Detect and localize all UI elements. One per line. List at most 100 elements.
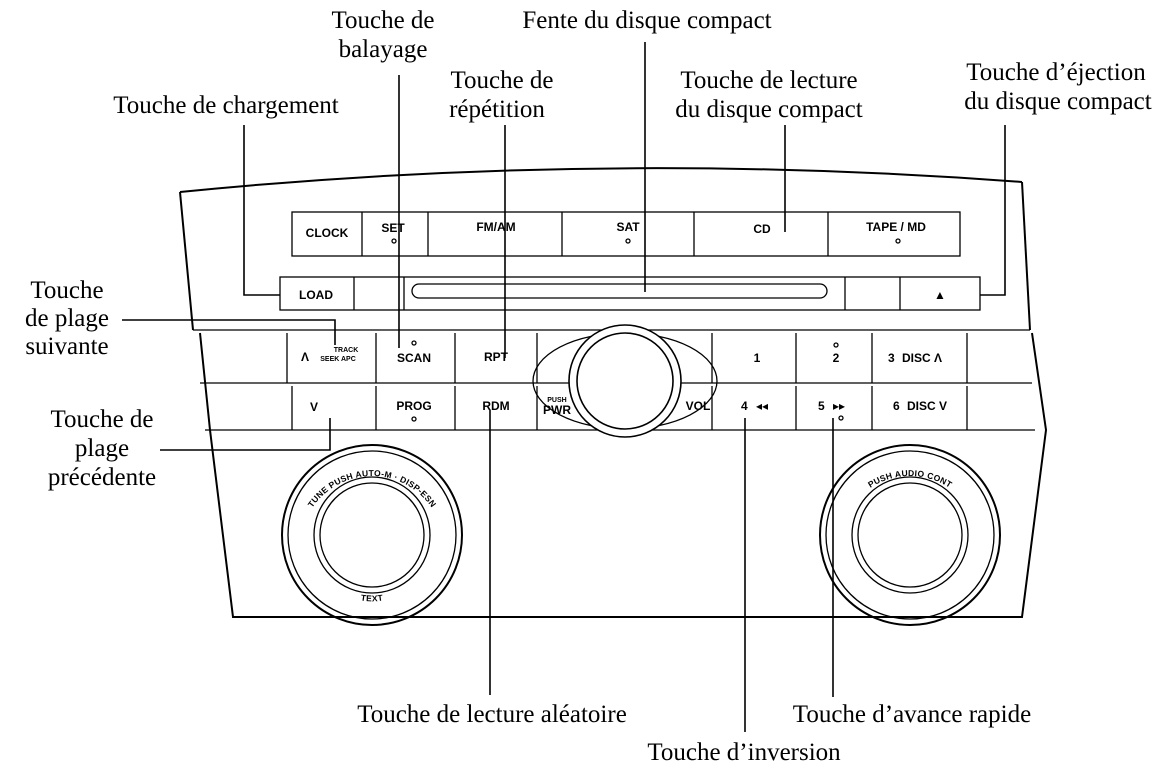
rewind-symbol: ◂◂ [756,399,768,413]
slot-row-frame [279,276,981,311]
preset-5-label: 5 [818,399,825,413]
rpt-button[interactable]: RPT [484,350,509,364]
vol-label-group: VOL [686,399,711,413]
scan-button-label: SCAN [397,351,431,365]
ff-indicator-dot [838,415,844,421]
preset-1-label: 1 [754,351,761,365]
callout-repeat-line2: répétition [449,96,545,123]
tune-knob[interactable]: TUNE PUSH AUTO-M · DISP-ESN TEXT [281,444,463,626]
audio-knob-outer-ring [819,444,1001,626]
sat-button[interactable]: SAT [616,220,640,244]
bezel-top-edge [179,167,1023,193]
button-row-1: Λ TRACK SEEK APC SCAN RPT 1 2 3 DISC Λ [286,333,968,383]
track-down-arrow: V [310,400,318,414]
eject-button-symbol: ▲ [934,288,946,302]
tape-md-indicator-dot [895,238,901,244]
rewind-button[interactable]: 4 ◂◂ [741,399,768,413]
load-button[interactable]: LOAD [299,288,333,302]
fmam-button-label: FM/AM [476,220,515,234]
tune-ring-top-text: TUNE PUSH AUTO-M · DISP-ESN [306,468,439,509]
disc-down-button[interactable]: 6 DISC V [893,399,947,413]
tape-md-button-label: TAPE / MD [866,220,926,234]
preset-1-button[interactable]: 1 [754,351,761,365]
disc-up-label: DISC Λ [902,351,942,365]
vol-label: VOL [686,399,711,413]
volume-knob[interactable] [532,324,718,438]
callout-prev-line1: Touche de [50,406,153,433]
set-button[interactable]: SET [381,221,405,244]
push-label: PUSH [547,397,566,404]
callout-scan-line2: balayage [339,36,428,63]
set-button-label: SET [381,221,405,235]
rdm-button[interactable]: RDM [482,399,509,413]
callout-load: Touche de chargement [113,92,339,119]
load-button-label: LOAD [299,288,333,302]
preset-3-label: 3 [888,351,895,365]
bezel-right-edge [1021,181,1031,331]
track-up-arrow: Λ [301,350,309,364]
top-row-frame [291,211,961,257]
prog-indicator-dot [411,416,417,422]
disc-up-button[interactable]: 3 DISC Λ [888,351,942,365]
cd-button-label: CD [753,222,771,236]
ff-symbol: ▸▸ [833,399,845,413]
scan-indicator-dot [411,340,417,346]
bezel-left-edge [179,191,194,331]
audio-knob[interactable]: PUSH AUDIO CONT [819,444,1001,626]
sat-button-label: SAT [616,220,640,234]
preset-2-button[interactable]: 2 [833,342,840,365]
pwr-label: PWR [543,403,571,417]
tape-md-button[interactable]: TAPE / MD [866,220,926,244]
clock-button[interactable]: CLOCK [306,226,349,240]
rdm-button-label: RDM [482,399,509,413]
power-button[interactable]: PUSH PWR [543,397,571,417]
preset-4-label: 4 [741,399,748,413]
callout-random: Touche de lecture aléatoire [357,701,627,728]
preset-6-label: 6 [893,399,900,413]
seek-apc-label: SEEK APC [320,356,356,363]
callout-eject-line1: Touche d’éjection [966,59,1146,86]
leader-next [122,319,336,345]
rpt-button-label: RPT [484,350,509,364]
prog-button[interactable]: PROG [396,399,432,422]
prog-button-label: PROG [396,399,431,413]
callout-eject-line2: du disque compact [964,88,1152,115]
callout-cd-play-line1: Touche de lecture [680,67,857,94]
tune-knob-cap [319,482,425,588]
lower-body [199,332,1048,618]
cd-slot[interactable] [411,283,828,299]
track-down-button[interactable]: V [310,400,318,414]
callout-scan-line1: Touche de [331,7,434,34]
sat-indicator-dot [625,238,631,244]
callout-repeat-line1: Touche de [450,67,553,94]
leader-load [243,125,280,296]
slot-row: LOAD ▲ [279,276,981,311]
audio-knob-ring [825,450,995,620]
cd-button[interactable]: CD [753,222,771,236]
button-row-2: V PROG RDM PUSH PWR VOL 4 ◂◂ 5 ▸▸ 6 DISC… [291,386,968,430]
callout-next-line2: de plage [25,305,109,332]
callout-prev-line2: plage [75,435,129,462]
clock-button-label: CLOCK [306,226,349,240]
eject-button[interactable]: ▲ [934,288,946,302]
preset-2-label: 2 [833,351,840,365]
leader-prev [160,418,331,451]
callout-slot: Fente du disque compact [522,7,771,34]
callout-next-line3: suivante [25,333,108,360]
tune-ring-bottom-text: TEXT [360,592,384,603]
fmam-button[interactable]: FM/AM [476,220,515,234]
disc-down-label: DISC V [907,399,947,413]
track-label: TRACK [334,347,359,354]
audio-knob-inner [851,476,969,594]
callout-prev-line3: précédente [48,464,156,491]
fast-forward-button[interactable]: 5 ▸▸ [818,399,845,421]
leader-eject [980,125,1006,296]
track-up-button[interactable]: Λ TRACK SEEK APC [301,347,358,364]
tune-knob-ring [287,450,457,620]
top-button-row: CLOCK SET FM/AM SAT CD TAPE / MD [291,211,961,257]
scan-button[interactable]: SCAN [397,340,431,365]
preset-2-indicator-dot [833,342,839,348]
tune-knob-inner [313,476,431,594]
